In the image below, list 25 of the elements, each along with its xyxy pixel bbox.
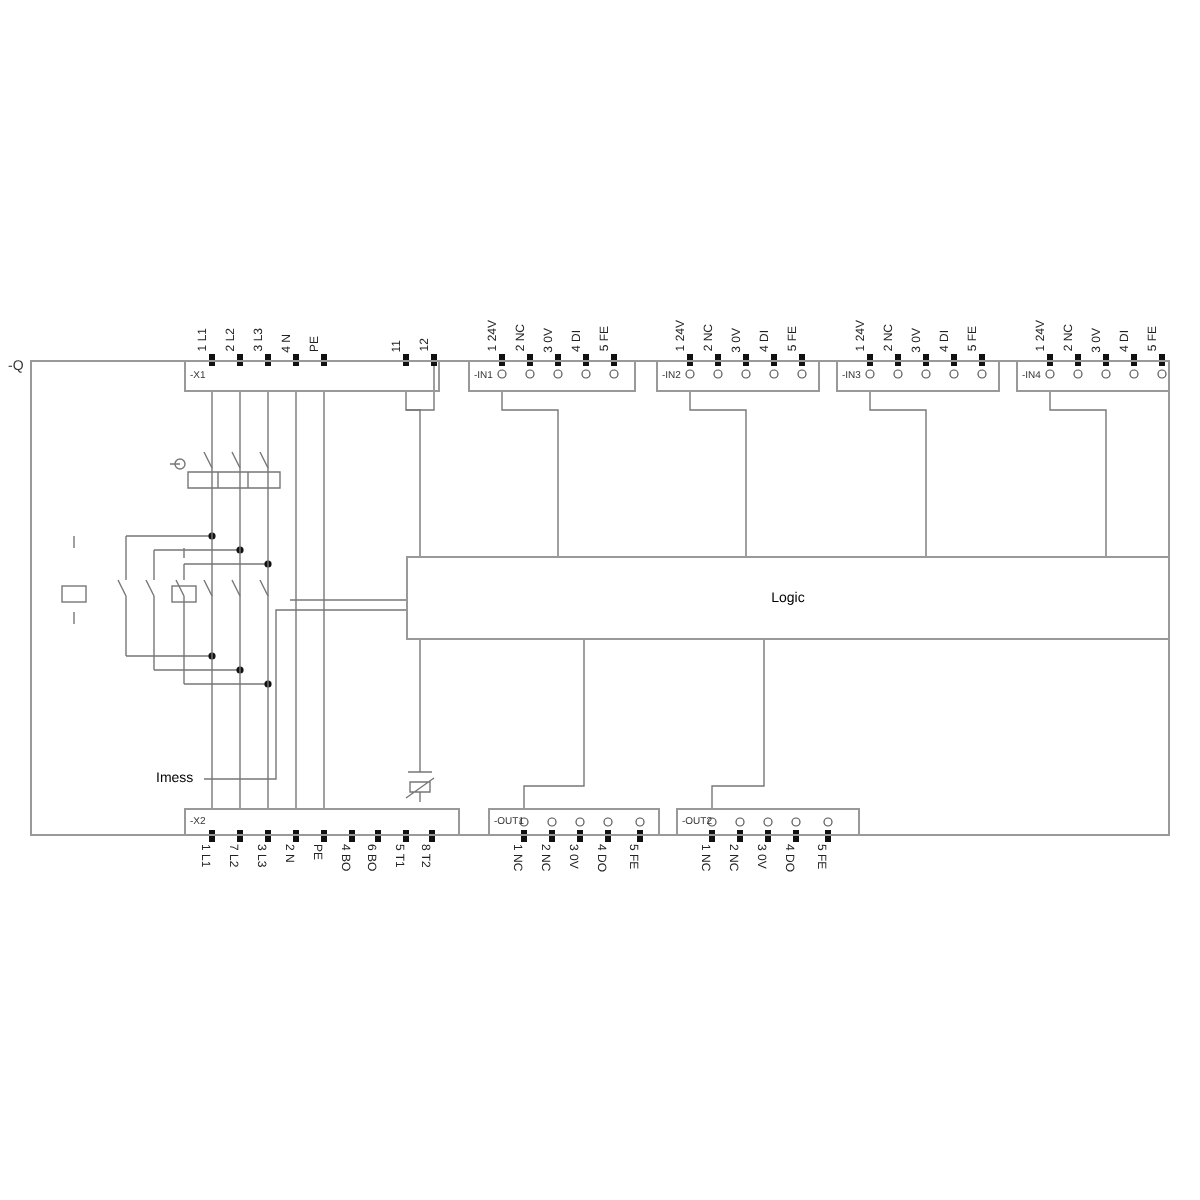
terminal-strip bbox=[1016, 360, 1170, 392]
wire bbox=[689, 391, 747, 557]
terminal-strip bbox=[676, 808, 860, 836]
wire bbox=[501, 391, 559, 557]
terminal-strip bbox=[836, 360, 1000, 392]
wire bbox=[267, 391, 269, 809]
wire bbox=[711, 639, 765, 809]
thermistor-symbol bbox=[404, 766, 436, 802]
wire bbox=[523, 639, 585, 809]
wire bbox=[203, 609, 407, 780]
terminal-strip bbox=[488, 808, 660, 836]
wire bbox=[295, 391, 297, 809]
wire bbox=[239, 391, 241, 809]
wire bbox=[419, 639, 421, 767]
terminal-strip bbox=[184, 808, 460, 836]
wire bbox=[1049, 391, 1107, 557]
wire bbox=[405, 391, 421, 557]
wire bbox=[323, 391, 325, 809]
logic-box bbox=[406, 556, 1170, 640]
terminal-strip bbox=[468, 360, 636, 392]
terminal-strip bbox=[656, 360, 820, 392]
terminal-strip bbox=[184, 360, 440, 392]
wire bbox=[289, 599, 407, 601]
wire bbox=[869, 391, 927, 557]
wire bbox=[211, 391, 213, 809]
